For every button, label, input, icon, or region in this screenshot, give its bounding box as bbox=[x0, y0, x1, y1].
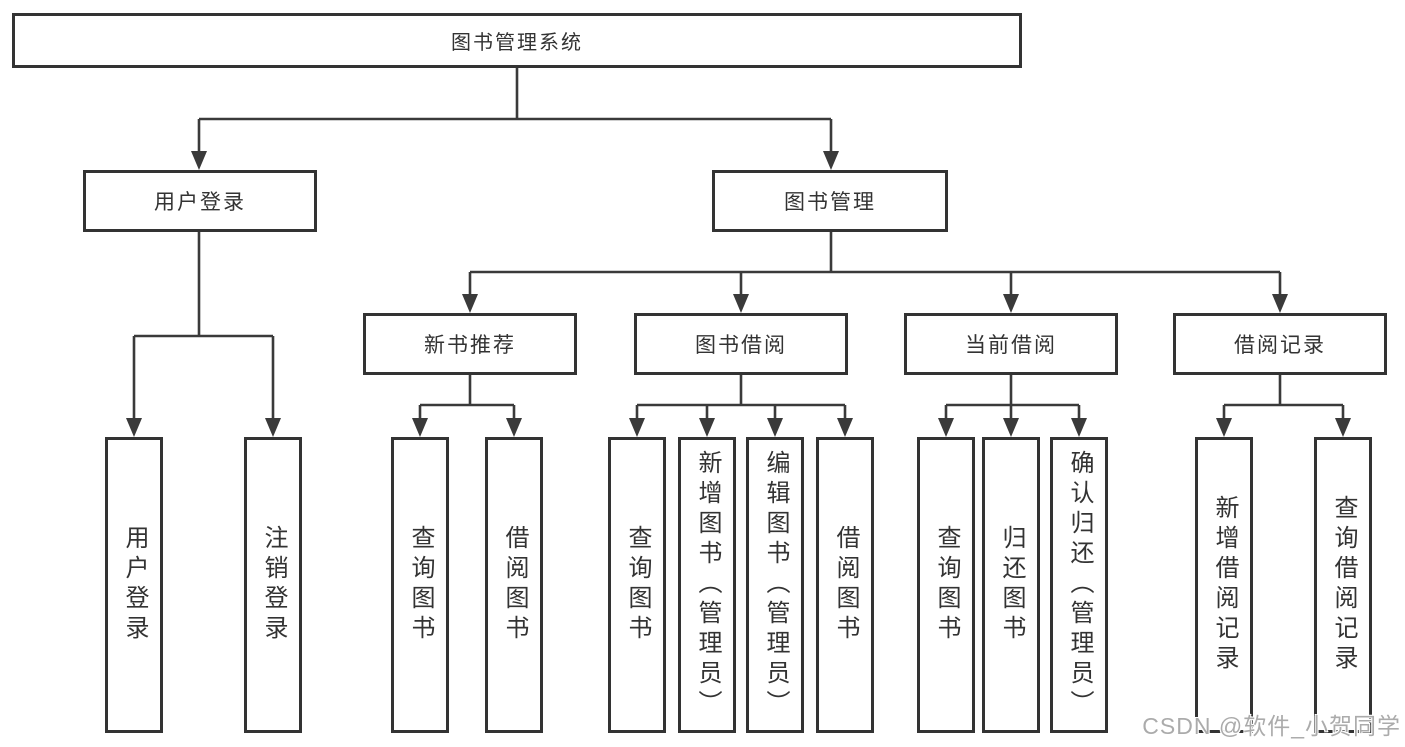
node-label: 用户登录 bbox=[121, 525, 148, 645]
leaf-return-books: 归还图书 bbox=[982, 437, 1040, 733]
leaf-edit-books-admin: 编辑图书（管理员） bbox=[746, 437, 804, 733]
leaf-query-books-recommend: 查询图书 bbox=[391, 437, 449, 733]
arrow-icon bbox=[191, 151, 207, 170]
arrow-icon bbox=[1216, 418, 1232, 437]
leaf-user-login: 用户登录 bbox=[105, 437, 163, 733]
node-label: 当前借阅 bbox=[965, 334, 1057, 357]
arrow-icon bbox=[767, 418, 783, 437]
arrow-icon bbox=[938, 418, 954, 437]
leaf-query-books-current: 查询图书 bbox=[917, 437, 975, 733]
node-label: 新书推荐 bbox=[424, 334, 516, 357]
arrow-icon bbox=[1003, 418, 1019, 437]
arrow-icon bbox=[733, 294, 749, 313]
node-label: 用户登录 bbox=[154, 191, 246, 214]
node-label: 图书管理系统 bbox=[451, 32, 583, 54]
csdn-watermark: CSDN @软件_小贺同学 bbox=[1142, 713, 1401, 739]
arrow-icon bbox=[629, 418, 645, 437]
node-label: 图书管理 bbox=[784, 191, 876, 214]
node-label: 注销登录 bbox=[260, 525, 287, 645]
node-book-borrowing: 图书借阅 bbox=[634, 313, 848, 375]
node-label: 借阅记录 bbox=[1234, 334, 1326, 357]
leaf-borrow-books-borrowing: 借阅图书 bbox=[816, 437, 874, 733]
leaf-query-borrow-record: 查询借阅记录 bbox=[1314, 437, 1372, 733]
leaf-confirm-return-admin: 确认归还（管理员） bbox=[1050, 437, 1108, 733]
node-label: 归还图书 bbox=[998, 525, 1025, 645]
arrow-icon bbox=[1003, 294, 1019, 313]
leaf-query-books-borrowing: 查询图书 bbox=[608, 437, 666, 733]
leaf-logout: 注销登录 bbox=[244, 437, 302, 733]
node-label: 新增图书（管理员） bbox=[694, 450, 721, 720]
leaf-add-borrow-record: 新增借阅记录 bbox=[1195, 437, 1253, 733]
node-label: 查询图书 bbox=[624, 525, 651, 645]
node-label: 借阅图书 bbox=[832, 525, 859, 645]
node-label: 查询图书 bbox=[933, 525, 960, 645]
node-library-system: 图书管理系统 bbox=[12, 13, 1022, 68]
node-label: 编辑图书（管理员） bbox=[762, 450, 789, 720]
node-borrowing-records: 借阅记录 bbox=[1173, 313, 1387, 375]
node-label: 图书借阅 bbox=[695, 334, 787, 357]
arrow-icon bbox=[837, 418, 853, 437]
node-book-management: 图书管理 bbox=[712, 170, 948, 232]
node-label: 查询图书 bbox=[407, 525, 434, 645]
arrow-icon bbox=[1335, 418, 1351, 437]
arrow-icon bbox=[412, 418, 428, 437]
node-label: 借阅图书 bbox=[501, 525, 528, 645]
leaf-borrow-books-recommend: 借阅图书 bbox=[485, 437, 543, 733]
node-new-book-recommendation: 新书推荐 bbox=[363, 313, 577, 375]
node-label: 新增借阅记录 bbox=[1211, 495, 1238, 675]
arrow-icon bbox=[699, 418, 715, 437]
arrow-icon bbox=[1071, 418, 1087, 437]
leaf-add-books-admin: 新增图书（管理员） bbox=[678, 437, 736, 733]
arrow-icon bbox=[462, 294, 478, 313]
arrow-icon bbox=[506, 418, 522, 437]
arrow-icon bbox=[1272, 294, 1288, 313]
arrow-icon bbox=[823, 151, 839, 170]
node-user-login: 用户登录 bbox=[83, 170, 317, 232]
node-label: 确认归还（管理员） bbox=[1066, 450, 1093, 720]
node-current-borrowing: 当前借阅 bbox=[904, 313, 1118, 375]
arrow-icon bbox=[126, 418, 142, 437]
arrow-icon bbox=[265, 418, 281, 437]
node-label: 查询借阅记录 bbox=[1330, 495, 1357, 675]
